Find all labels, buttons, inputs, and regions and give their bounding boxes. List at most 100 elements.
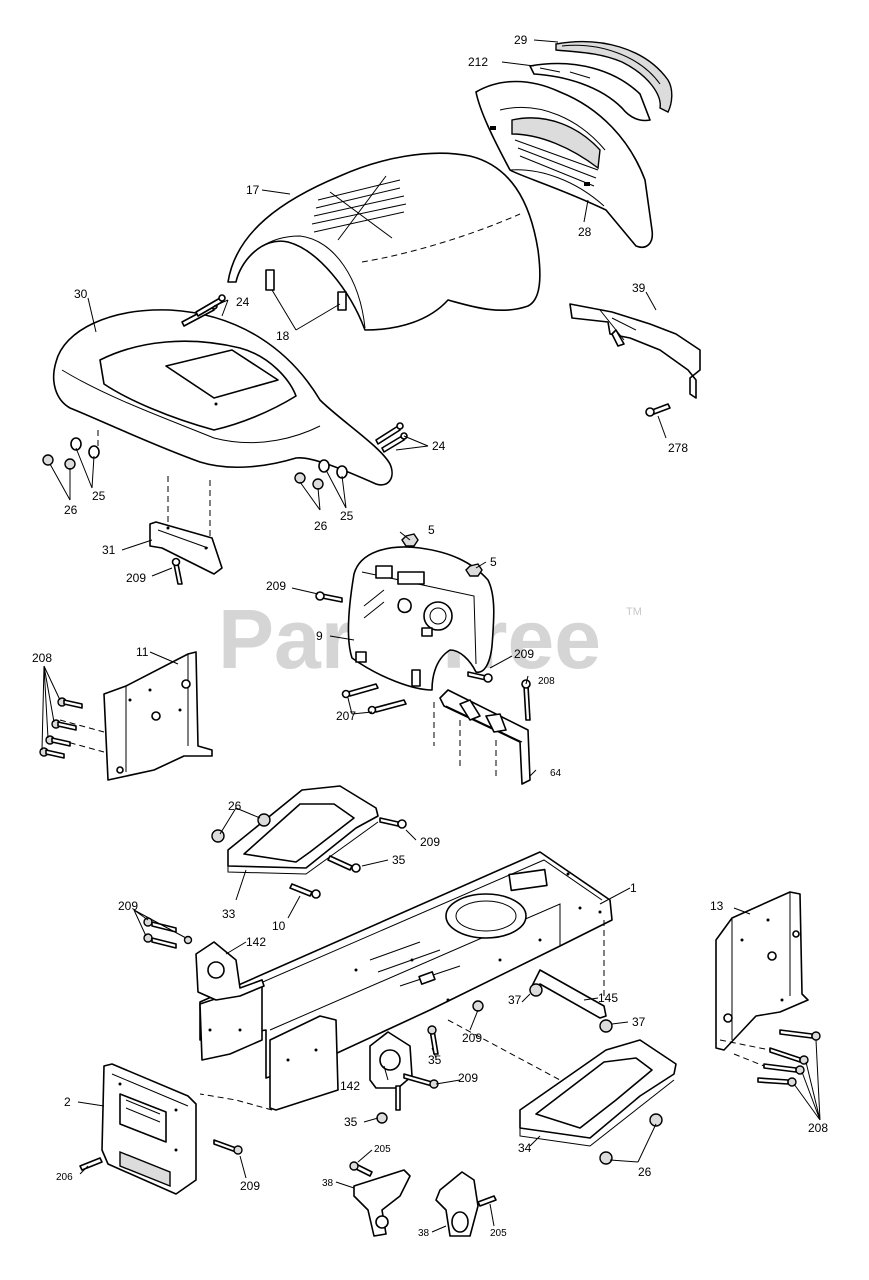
- callout-209-f[interactable]: 209: [462, 1031, 482, 1045]
- part-209-screw-c[interactable]: [467, 671, 493, 683]
- callout-207[interactable]: 207: [336, 709, 356, 723]
- callout-31[interactable]: 31: [102, 543, 116, 557]
- callout-209-h[interactable]: 209: [240, 1179, 260, 1193]
- callout-209-c[interactable]: 209: [514, 647, 534, 661]
- callout-35-c[interactable]: 35: [344, 1115, 358, 1129]
- callout-64[interactable]: 64: [550, 768, 562, 779]
- callout-5-a[interactable]: 5: [428, 523, 435, 537]
- callout-30[interactable]: 30: [74, 287, 88, 301]
- part-13-right-panel[interactable]: [715, 891, 809, 1051]
- part-31-fender-bracket[interactable]: [149, 521, 223, 575]
- callout-37-b[interactable]: 37: [632, 1015, 646, 1029]
- callout-35-b[interactable]: 35: [428, 1053, 442, 1067]
- part-209-screw-d[interactable]: [379, 817, 407, 829]
- callout-24-right[interactable]: 24: [432, 439, 446, 453]
- callout-26-mid[interactable]: 26: [228, 799, 242, 813]
- callout-33[interactable]: 33: [222, 907, 236, 921]
- hood-vents: [311, 175, 407, 241]
- part-37-nut-b[interactable]: [599, 1019, 613, 1033]
- part-64-dash-bracket[interactable]: [433, 689, 531, 785]
- callout-5-b[interactable]: 5: [490, 555, 497, 569]
- part-206-screw[interactable]: [79, 1157, 103, 1171]
- part-35-bolt-a[interactable]: [327, 855, 361, 873]
- part-11-left-panel[interactable]: [59, 651, 213, 781]
- callout-209-a[interactable]: 209: [126, 571, 146, 585]
- callout-206[interactable]: 206: [56, 1172, 73, 1183]
- part-18-hood-pads[interactable]: [265, 269, 347, 311]
- callout-142-a[interactable]: 142: [246, 935, 266, 949]
- part-205-screw-a[interactable]: [349, 1161, 373, 1177]
- callout-212[interactable]: 212: [468, 55, 488, 69]
- callout-278[interactable]: 278: [668, 441, 688, 455]
- callout-142-b[interactable]: 142: [340, 1079, 360, 1093]
- callout-38-a[interactable]: 38: [322, 1178, 334, 1189]
- callout-209-b[interactable]: 209: [266, 579, 286, 593]
- part-10-bolt[interactable]: [289, 883, 321, 899]
- part-205-screw-b[interactable]: [477, 1195, 497, 1207]
- callout-26-bottom[interactable]: 26: [638, 1165, 652, 1179]
- part-209-screw-f[interactable]: [472, 1000, 484, 1012]
- part-26-nuts-bottom[interactable]: [599, 1113, 663, 1165]
- callout-35-a[interactable]: 35: [392, 853, 406, 867]
- part-25-26-washers-left[interactable]: [42, 437, 100, 470]
- callout-26-right[interactable]: 26: [314, 519, 328, 533]
- callout-25-right[interactable]: 25: [340, 509, 354, 523]
- callout-28[interactable]: 28: [578, 225, 592, 239]
- callout-205-b[interactable]: 205: [490, 1228, 507, 1239]
- callout-208-left[interactable]: 208: [32, 651, 52, 665]
- part-28-grille-housing[interactable]: [475, 80, 654, 248]
- callout-2[interactable]: 2: [64, 1095, 71, 1109]
- part-9-dash-panel[interactable]: [347, 546, 495, 691]
- callout-39[interactable]: 39: [632, 281, 646, 295]
- part-209-screw-a[interactable]: [171, 557, 183, 585]
- part-30-fender[interactable]: [52, 309, 393, 486]
- part-33-footrest-left[interactable]: [227, 785, 379, 875]
- part-209-screws-e[interactable]: [143, 917, 193, 949]
- part-39-hood-bracket[interactable]: [569, 303, 701, 399]
- part-24-bolts-right[interactable]: [375, 422, 408, 453]
- part-24-bolts-top[interactable]: [181, 294, 226, 327]
- part-2-front-plate[interactable]: [101, 1063, 197, 1195]
- callout-38-b[interactable]: 38: [418, 1228, 430, 1239]
- part-278-screw[interactable]: [645, 403, 671, 417]
- callout-208-right[interactable]: 208: [808, 1121, 828, 1135]
- part-17-hood[interactable]: [227, 152, 541, 331]
- part-29-trim[interactable]: [555, 40, 673, 113]
- part-37-nut-a[interactable]: [529, 983, 543, 997]
- callout-34[interactable]: 34: [518, 1141, 532, 1155]
- part-25-26-washers-right[interactable]: [294, 459, 348, 490]
- callout-24-top[interactable]: 24: [236, 295, 250, 309]
- part-208-screws-right[interactable]: [757, 1029, 821, 1087]
- part-38-bracket-b[interactable]: [435, 1171, 479, 1237]
- callout-13[interactable]: 13: [710, 899, 724, 913]
- part-35-bolt-c[interactable]: [376, 1112, 388, 1124]
- callout-37-a[interactable]: 37: [508, 993, 522, 1007]
- callout-209-d[interactable]: 209: [420, 835, 440, 849]
- callout-10[interactable]: 10: [272, 919, 286, 933]
- part-145-rod[interactable]: [529, 920, 607, 1019]
- part-212-insert[interactable]: [529, 62, 651, 122]
- callout-205-a[interactable]: 205: [374, 1144, 391, 1155]
- callout-11[interactable]: 11: [136, 645, 149, 659]
- part-142-bracket-b[interactable]: [369, 1031, 413, 1089]
- callout-29[interactable]: 29: [514, 33, 528, 47]
- part-209-screw-h[interactable]: [213, 1139, 243, 1155]
- callout-145[interactable]: 145: [598, 991, 618, 1005]
- callout-9[interactable]: 9: [316, 629, 323, 643]
- callout-209-e[interactable]: 209: [118, 899, 138, 913]
- part-208-screw-a[interactable]: [521, 679, 531, 721]
- callout-209-g[interactable]: 209: [458, 1071, 478, 1085]
- callout-18[interactable]: 18: [276, 329, 290, 343]
- part-1-frame[interactable]: [199, 851, 613, 1079]
- part-35-bolt-b[interactable]: [427, 1025, 439, 1055]
- callout-17[interactable]: 17: [246, 183, 260, 197]
- callout-26-left[interactable]: 26: [64, 503, 78, 517]
- callout-25-left[interactable]: 25: [92, 489, 106, 503]
- part-142-bracket-a[interactable]: [195, 941, 265, 1001]
- callout-1[interactable]: 1: [630, 881, 637, 895]
- callout-208-mid[interactable]: 208: [538, 676, 555, 687]
- part-38-bracket-a[interactable]: [353, 1169, 411, 1237]
- part-34-footrest-right[interactable]: [519, 1039, 677, 1147]
- part-207-bolts[interactable]: [341, 683, 407, 715]
